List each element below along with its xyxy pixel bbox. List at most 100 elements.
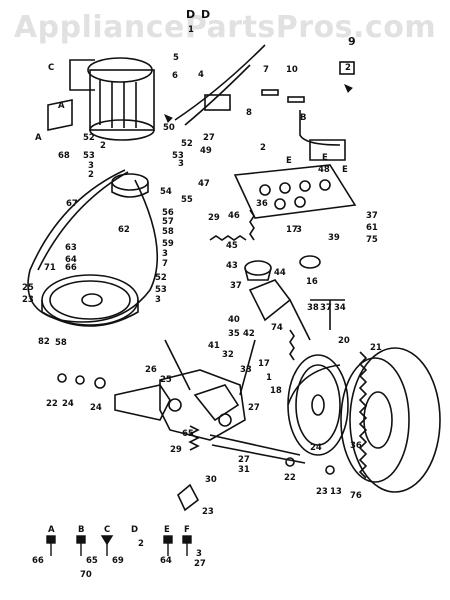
legend-labels: A 66 B 65 70 C 69 D 2 E 64 F 3 27 [32,525,206,580]
lever-part [248,279,292,322]
callout-label: 40 [228,315,240,325]
callout-label: 3 [155,295,161,305]
callout-label: 4 [198,70,204,80]
callout-label: 47 [198,179,210,189]
legend-letter: D [131,525,138,535]
callout-label: 26 [145,365,157,375]
callout-label: 45 [226,241,238,251]
callout-label: 37 [230,281,242,291]
callout-label: 27 [203,133,215,143]
legend-part: 65 [86,556,98,566]
legend-part: 69 [112,556,124,566]
callout-label: E [286,156,292,166]
legend-part: 70 [80,570,92,580]
callout-label: 6 [172,71,178,81]
callout-label: 41 [208,341,220,351]
callout-label: 35 [228,329,240,339]
callout-label: 39 [328,233,340,243]
callout-label: A [35,133,42,143]
callout-label: 58 [162,227,174,237]
cap-part [244,260,272,276]
idler-pulley-part [111,173,149,191]
spring-part [209,235,247,241]
callout-label: 29 [170,445,182,455]
washer-part [94,377,106,389]
callout-label: 18 [270,386,282,396]
callout-label: D [186,8,195,21]
callout-label: 71 [44,263,56,273]
callout-label: 24 [310,443,322,453]
callout-labels: D D 1 9 C 5 4 6 7 10 2 A A 68 52 2 53 3 … [22,8,382,517]
callout-label: 3 [178,159,184,169]
callout-label: 37 [366,211,378,221]
callout-label: 36 [350,441,362,451]
rod-part [184,64,251,126]
legend-letter: A [48,525,55,535]
legend-letter: C [104,525,110,535]
callout-label: 44 [274,268,286,278]
callout-label: 21 [370,343,382,353]
callout-label: 65 [182,429,194,439]
callout-label: 25 [160,375,172,385]
callout-label: 46 [228,211,240,221]
wheel-rim-part [287,354,349,456]
callout-label: 59 [162,239,174,249]
lever-part [289,299,311,341]
legend-part: 2 [138,539,144,549]
callout-label: 16 [306,277,318,287]
callout-label: 68 [58,151,70,161]
callout-label: 53 [172,151,184,161]
callout-label: 31 [238,465,250,475]
legend-part: 3 [196,549,202,559]
callout-label: 17 [258,359,270,369]
callout-label: 2 [88,170,94,180]
callout-label: 2 [100,141,106,151]
spring-part [188,425,200,451]
callout-label: 66 [65,263,77,273]
callout-label: 48 [318,165,330,175]
callout-label: B [300,113,306,123]
callout-label: 23 [316,487,328,497]
lever-part [239,339,256,396]
callout-label: 27 [248,403,260,413]
bracket-part [204,94,231,111]
callout-label: 7 [263,65,269,75]
callout-label: 1 [188,25,194,35]
callout-label: 64 [65,255,77,265]
callout-label: 24 [62,399,74,409]
callout-label: 43 [226,261,238,271]
callout-label: 76 [350,491,362,501]
callout-label: 49 [200,146,212,156]
legend-letter: E [164,525,170,535]
spring-part [289,329,295,361]
callout-label: E [322,153,328,163]
callout-label: 63 [65,243,77,253]
callout-label: E [342,165,348,175]
callout-label: 55 [181,195,193,205]
callout-label: 22 [284,473,296,483]
callout-label: A [58,101,65,111]
callout-label: C [48,63,54,73]
deck-plate-part [233,164,357,219]
callout-label: 17 [286,225,298,235]
callout-label: 29 [208,213,220,223]
callout-label: 7 [162,259,168,269]
washer-part [325,465,335,475]
bracket-part [177,483,200,512]
rod-part [174,44,266,121]
callout-label: 37 [320,303,332,313]
lever-part [164,339,191,391]
callout-label: 20 [338,336,350,346]
callout-label: 30 [205,475,217,485]
callout-label: 24 [90,403,102,413]
callout-label: 57 [162,217,174,227]
spring-part [249,209,255,241]
callout-label: 23 [202,507,214,517]
latch-part [339,61,355,75]
callout-label: 3 [296,225,302,235]
callout-label: 67 [66,199,78,209]
callout-label: 22 [46,399,58,409]
callout-label: 52 [83,133,95,143]
washer-part [75,375,85,385]
